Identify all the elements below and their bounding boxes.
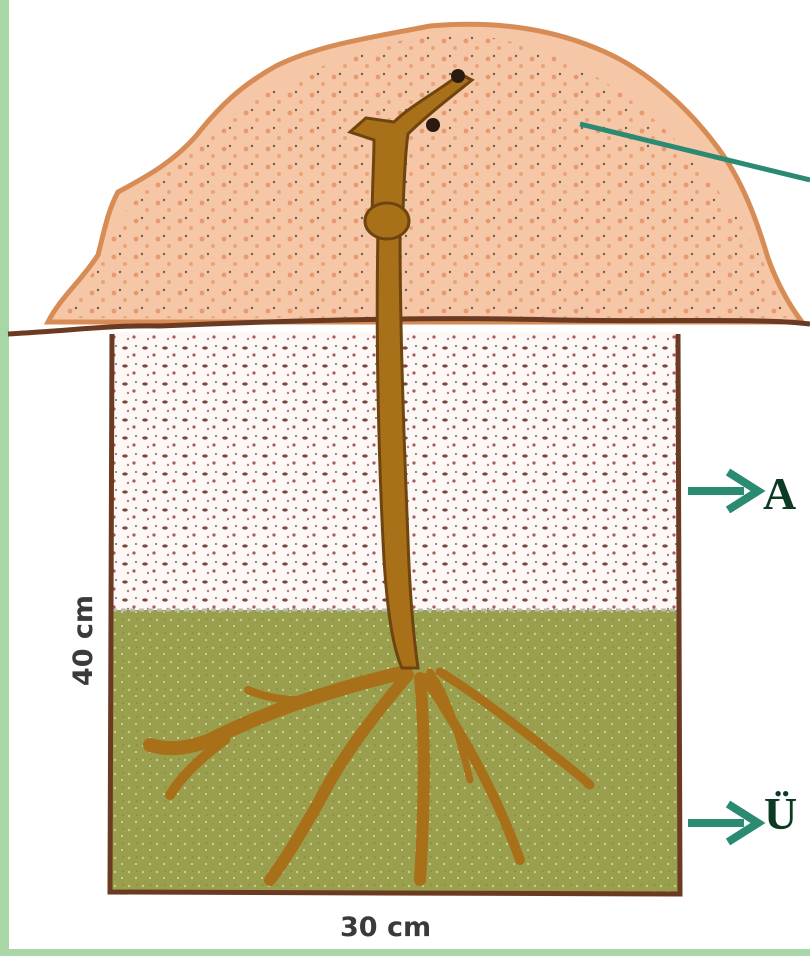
topsoil-marker: A — [763, 471, 796, 517]
subsoil-marker: Ü — [764, 791, 797, 837]
graft-union — [365, 203, 409, 239]
right-arrow-icon — [688, 804, 758, 842]
bottom-frame-border — [0, 949, 810, 956]
depth-dimension-label: 40 cm — [68, 595, 99, 686]
width-dimension-label: 30 cm — [340, 912, 431, 943]
right-arrow-icon — [688, 472, 758, 510]
